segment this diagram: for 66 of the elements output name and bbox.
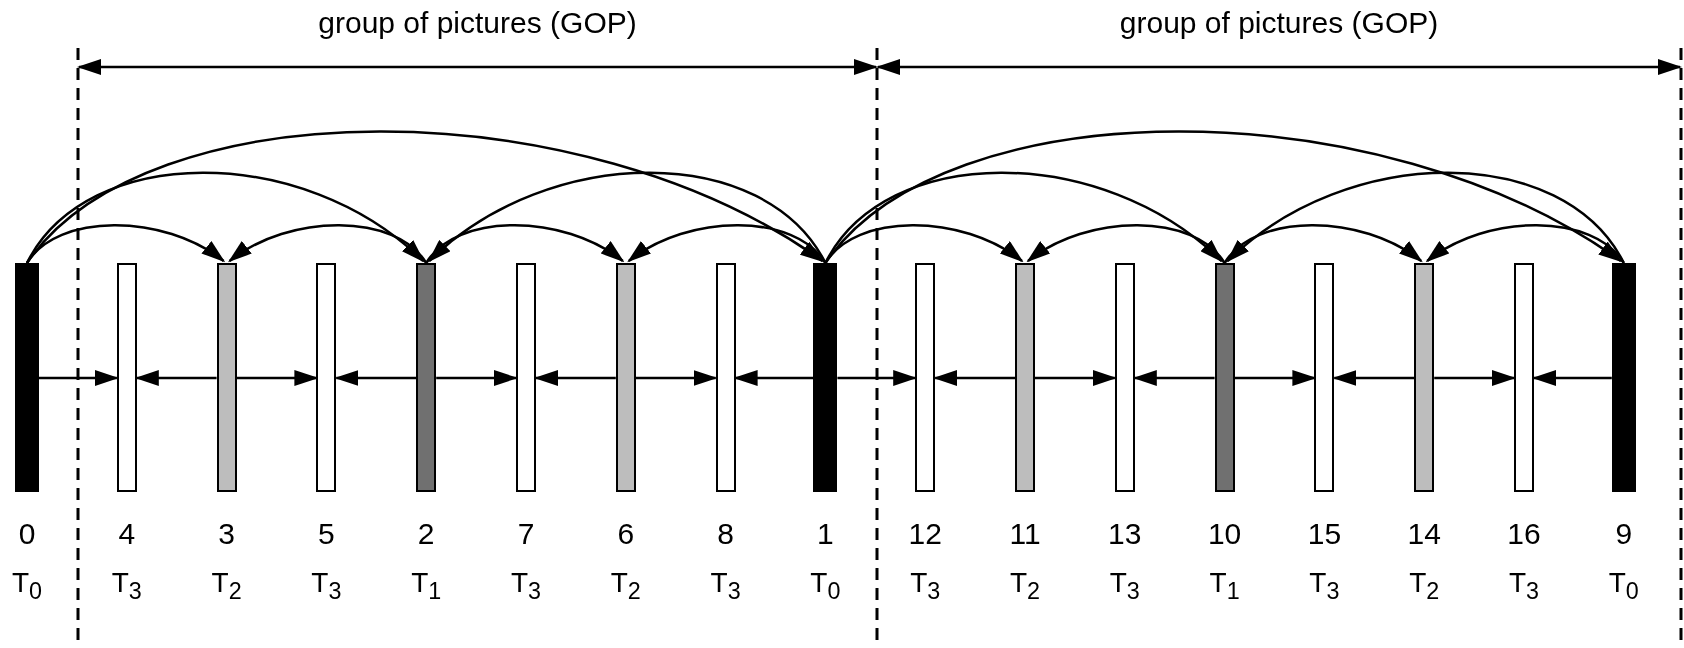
temporal-level: T$_{3}$ (1109, 569, 1140, 603)
frame-number: 4 (118, 519, 136, 549)
temporal-level: T$_{0}$ (1608, 569, 1639, 603)
frame-number: 7 (517, 519, 535, 549)
group-label: group of pictures (GOP) (1119, 8, 1439, 38)
frame-bar (915, 263, 936, 492)
frame-number: 8 (717, 519, 734, 549)
frame-bar (1514, 263, 1534, 492)
frame-bar (116, 263, 137, 492)
frame-bar (1015, 263, 1035, 492)
frame-bar (1214, 263, 1235, 492)
reference-arc (1425, 224, 1625, 264)
frame-number: 11 (1009, 519, 1041, 549)
temporal-level: T$_{3}$ (311, 569, 342, 603)
frame-bar (1414, 263, 1435, 492)
frame-number: 2 (417, 519, 435, 549)
group-label: group of pictures (GOP) (318, 8, 637, 38)
frame-number: 14 (1407, 519, 1441, 549)
temporal-level: T$_{3}$ (710, 569, 741, 603)
reference-arc (824, 171, 1224, 264)
frame-number: 13 (1108, 519, 1142, 549)
reference-arc (1223, 224, 1423, 264)
reference-arc (26, 130, 825, 264)
frame-number: 12 (908, 519, 942, 549)
temporal-level: T$_{2}$ (211, 569, 242, 603)
temporal-level: T$_{3}$ (1309, 569, 1340, 603)
reference-arc (824, 130, 1623, 264)
temporal-level: T$_{0}$ (810, 569, 841, 603)
reference-arc (1226, 171, 1625, 264)
frame-number: 9 (1615, 519, 1633, 549)
temporal-level: T$_{3}$ (910, 569, 941, 603)
frame-bar (1611, 263, 1636, 492)
temporal-level: T$_{1}$ (411, 569, 442, 603)
temporal-level: T$_{2}$ (1009, 569, 1041, 603)
temporal-level: T$_{1}$ (1209, 569, 1240, 603)
reference-arc (227, 224, 428, 264)
reference-arc (425, 224, 625, 264)
temporal-level: T$_{2}$ (1409, 569, 1440, 603)
frame-bar (216, 263, 237, 492)
frame-number: 15 (1307, 519, 1342, 549)
reference-arc (25, 171, 425, 264)
reference-arc (1026, 224, 1226, 264)
frame-number: 6 (617, 519, 635, 549)
temporal-level: T$_{3}$ (510, 569, 542, 603)
temporal-level: T$_{0}$ (11, 569, 43, 603)
frame-number: 3 (218, 519, 235, 549)
temporal-level: T$_{3}$ (111, 569, 142, 603)
frame-bar (715, 263, 736, 492)
frame-bar (1114, 263, 1135, 492)
frame-number: 5 (318, 519, 335, 549)
frame-bar (615, 263, 636, 492)
frame-number: 10 (1207, 519, 1242, 549)
temporal-level: T$_{2}$ (610, 569, 641, 603)
frame-bar (316, 263, 337, 492)
prediction-arrow (1434, 370, 1516, 386)
frame-bar (416, 263, 437, 492)
reference-arc (427, 171, 827, 264)
frame-number: 0 (18, 519, 36, 549)
prediction-arrow (436, 370, 518, 386)
frame-bar (813, 263, 838, 492)
frame-bar (1314, 263, 1335, 492)
frame-number: 16 (1507, 519, 1541, 549)
frame-bar (15, 263, 39, 492)
frame-number: 1 (817, 519, 834, 549)
temporal-level: T$_{3}$ (1508, 569, 1540, 603)
frame-bar (516, 263, 536, 492)
